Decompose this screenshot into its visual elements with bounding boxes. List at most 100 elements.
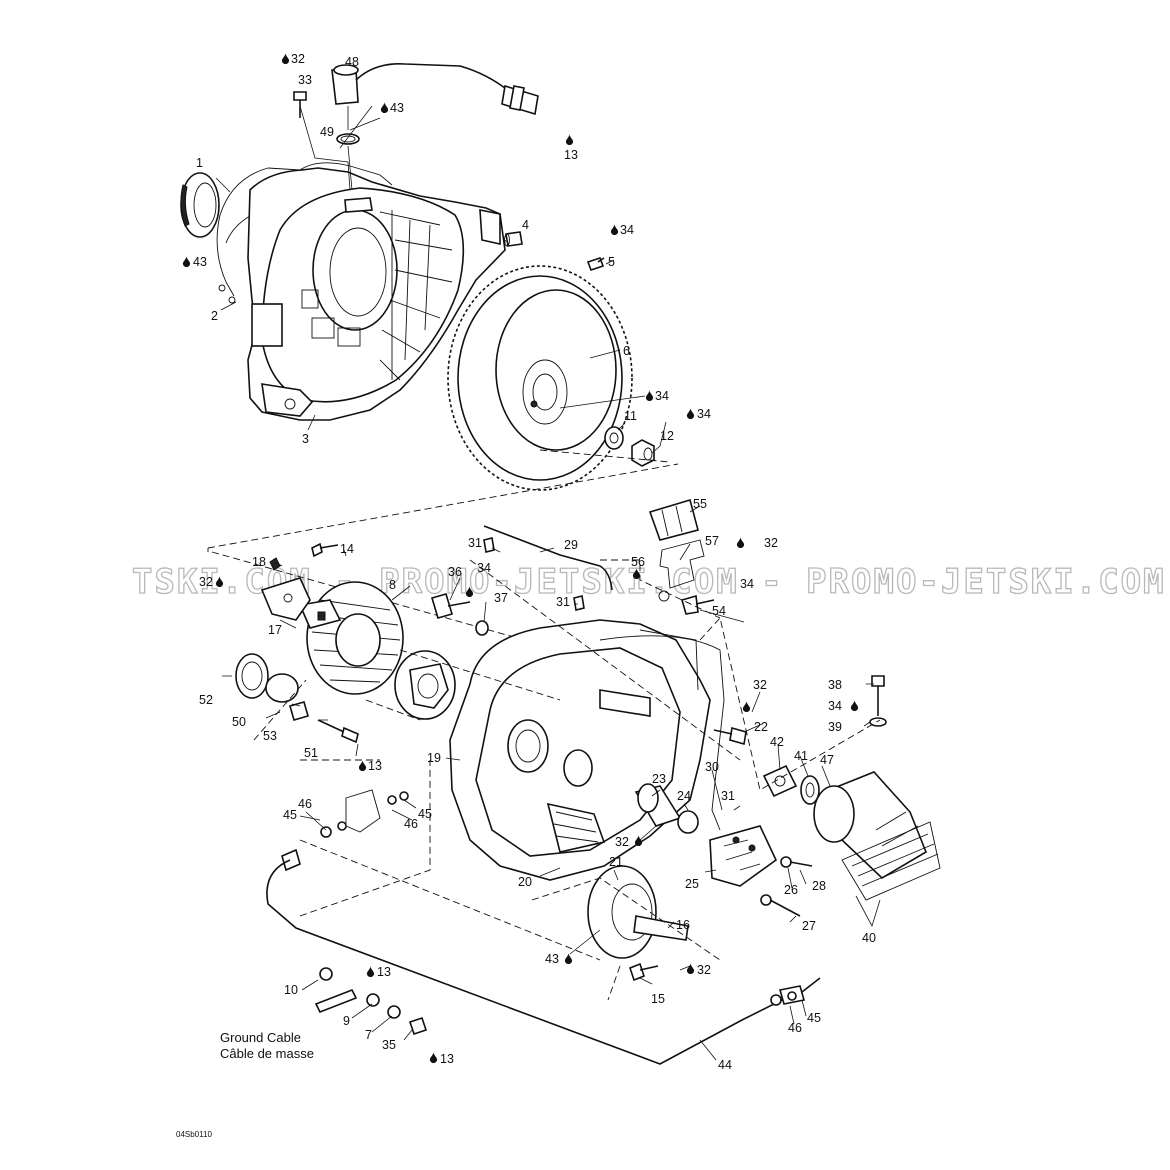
callout-32: 32 [764, 536, 778, 550]
part-38-bolt [871, 675, 885, 716]
part-25-solenoid-assembly [709, 825, 778, 887]
part-21-end-cover [587, 865, 657, 959]
part-17-bracket [260, 577, 311, 621]
grease-drop-icon [281, 53, 290, 64]
callout-32: 32 [615, 835, 629, 849]
part-31-spacer-top [483, 537, 495, 553]
callout-33: 33 [298, 73, 312, 87]
part-14-screw [311, 542, 339, 558]
part-1-oil-seal [180, 172, 220, 238]
part-24-o-ring [677, 810, 699, 834]
callout-31: 31 [556, 595, 570, 609]
part-41-spacer [800, 775, 820, 805]
callout-30: 30 [705, 760, 719, 774]
callout-54: 54 [712, 604, 726, 618]
callout-13: 13 [564, 148, 578, 162]
ground-cable-caption: Ground Cable Câble de masse [220, 1030, 314, 1061]
callout-24: 24 [677, 789, 691, 803]
grease-drop-icon [742, 701, 751, 712]
callout-31: 31 [721, 789, 735, 803]
callout-32: 32 [697, 963, 711, 977]
callout-44: 44 [718, 1058, 732, 1072]
grease-drop-icon [850, 700, 859, 711]
callout-21: 21 [609, 855, 623, 869]
callout-25: 25 [685, 877, 699, 891]
callout-51: 51 [304, 746, 318, 760]
part-29-rod [483, 525, 613, 591]
callout-14: 14 [340, 542, 354, 556]
cable-bracket [320, 789, 409, 838]
callout-28: 28 [812, 879, 826, 893]
callout-labels: 1 43 2 3 32 33 48 43 49 13 4 34 5 6 34 1… [193, 52, 876, 1072]
callout-36: 36 [448, 565, 462, 579]
callout-7: 7 [365, 1028, 372, 1042]
callout-53: 53 [263, 729, 277, 743]
callout-13: 13 [377, 965, 391, 979]
callout-17: 17 [268, 623, 282, 637]
part-33-screw [293, 91, 307, 118]
part-57-bracket [659, 539, 705, 589]
callout-13: 13 [368, 759, 382, 773]
part-48-sensor [331, 63, 539, 116]
part-11-washer [604, 426, 624, 450]
callout-40: 40 [862, 931, 876, 945]
callout-16: 16 [676, 918, 690, 932]
part-37-washer [475, 620, 489, 636]
callout-32: 32 [753, 678, 767, 692]
part-42-gasket [762, 764, 798, 798]
callout-12: 12 [660, 429, 674, 443]
grease-drop-icon [380, 102, 389, 113]
part-16-shaft [633, 915, 689, 941]
callout-29: 29 [564, 538, 578, 552]
part-47-starter-motor [813, 771, 927, 879]
callout-43: 43 [545, 952, 559, 966]
ground-cable-hardware [314, 967, 428, 1036]
callout-46: 46 [404, 817, 418, 831]
callout-34: 34 [697, 407, 711, 421]
callout-8: 8 [389, 578, 396, 592]
callout-31: 31 [468, 536, 482, 550]
part-4-dowel-pin [504, 231, 523, 247]
callout-37: 37 [494, 591, 508, 605]
callout-32: 32 [199, 575, 213, 589]
callout-45: 45 [418, 807, 432, 821]
callout-19: 19 [427, 751, 441, 765]
part-3-flywheel-housing [247, 167, 506, 421]
callout-6: 6 [623, 344, 630, 358]
part-36-screw [431, 593, 471, 619]
part-6-flywheel-ring-gear [447, 265, 633, 491]
callout-46: 46 [788, 1021, 802, 1035]
part-44-ground-cable [266, 848, 821, 1065]
callout-23: 23 [652, 772, 666, 786]
callout-3: 3 [302, 432, 309, 446]
callout-32: 32 [291, 52, 305, 66]
part-20-gasket [599, 635, 725, 831]
callout-39: 39 [828, 720, 842, 734]
grease-drop-icon [610, 224, 619, 235]
part-55-clip [648, 498, 699, 541]
callout-34: 34 [828, 699, 842, 713]
callout-45: 45 [807, 1011, 821, 1025]
callout-34: 34 [740, 577, 754, 591]
ground-cable-label-en: Ground Cable [220, 1030, 301, 1045]
part-23-drive [634, 783, 682, 827]
callout-20: 20 [518, 875, 532, 889]
part-15-screw [629, 962, 659, 982]
callout-42: 42 [770, 735, 784, 749]
grease-drop-icon [182, 256, 191, 267]
upper-leader-lines [215, 105, 671, 463]
grease-drop-icon [565, 134, 574, 145]
grease-drop-icon [686, 963, 695, 974]
part-54-screw [681, 594, 715, 615]
part-49-o-ring [336, 133, 360, 145]
callout-38: 38 [828, 678, 842, 692]
callout-50: 50 [232, 715, 246, 729]
part-40-boot [841, 821, 941, 901]
grease-drop-icon [645, 390, 654, 401]
callout-46: 46 [298, 797, 312, 811]
part-18-screw [269, 557, 281, 571]
callout-48: 48 [345, 55, 359, 69]
callout-18: 18 [252, 555, 266, 569]
part-27-screw [760, 894, 801, 917]
